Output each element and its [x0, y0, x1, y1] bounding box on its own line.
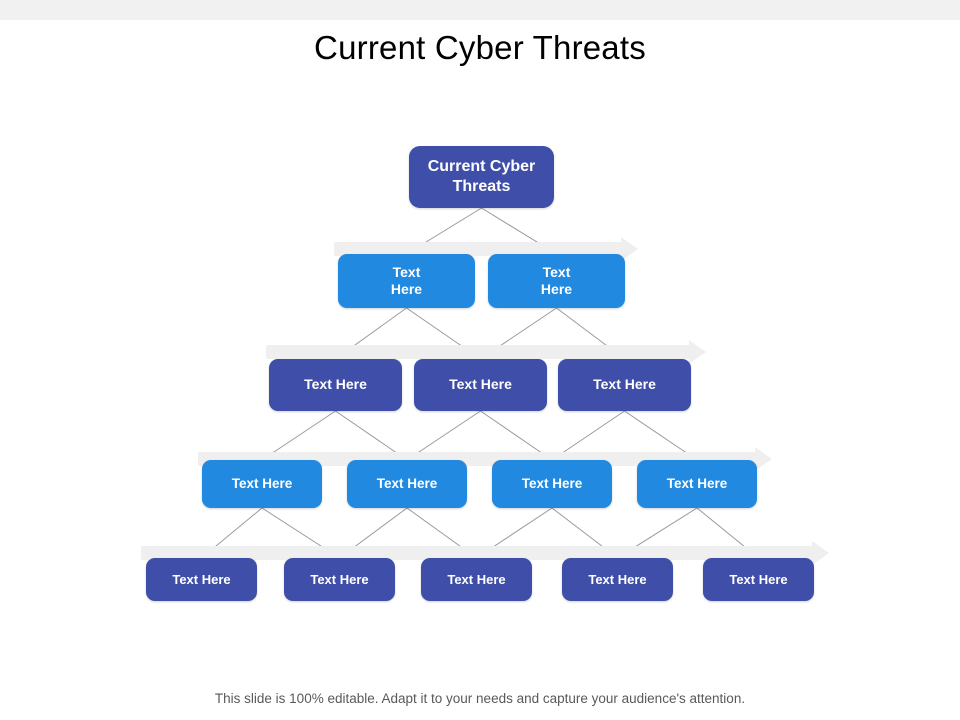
node-row3-item1[interactable]: Text Here: [269, 359, 402, 411]
top-gray-strip: [0, 0, 960, 20]
node-row3-item3[interactable]: Text Here: [558, 359, 691, 411]
node-row2-item1[interactable]: Text Here: [338, 254, 475, 308]
node-row5-item4[interactable]: Text Here: [562, 558, 673, 601]
node-row4-item3[interactable]: Text Here: [492, 460, 612, 508]
node-row5-item1[interactable]: Text Here: [146, 558, 257, 601]
row-5-arrow-bar: [141, 541, 829, 565]
node-row4-item1[interactable]: Text Here: [202, 460, 322, 508]
node-row5-item2[interactable]: Text Here: [284, 558, 395, 601]
row-2-arrow-bar: [334, 237, 638, 261]
slide-canvas: Current Cyber Threats Current Cyber Thre…: [0, 20, 960, 720]
node-row4-item2[interactable]: Text Here: [347, 460, 467, 508]
root-node[interactable]: Current Cyber Threats: [409, 146, 554, 208]
node-row5-item5[interactable]: Text Here: [703, 558, 814, 601]
row-4-arrow-bar: [198, 447, 772, 471]
node-row2-item2[interactable]: Text Here: [488, 254, 625, 308]
row-3-arrow-bar: [266, 340, 706, 364]
node-row3-item2[interactable]: Text Here: [414, 359, 547, 411]
footer-note: This slide is 100% editable. Adapt it to…: [214, 691, 746, 706]
node-row5-item3[interactable]: Text Here: [421, 558, 532, 601]
node-row4-item4[interactable]: Text Here: [637, 460, 757, 508]
page-title: Current Cyber Threats: [314, 29, 646, 66]
